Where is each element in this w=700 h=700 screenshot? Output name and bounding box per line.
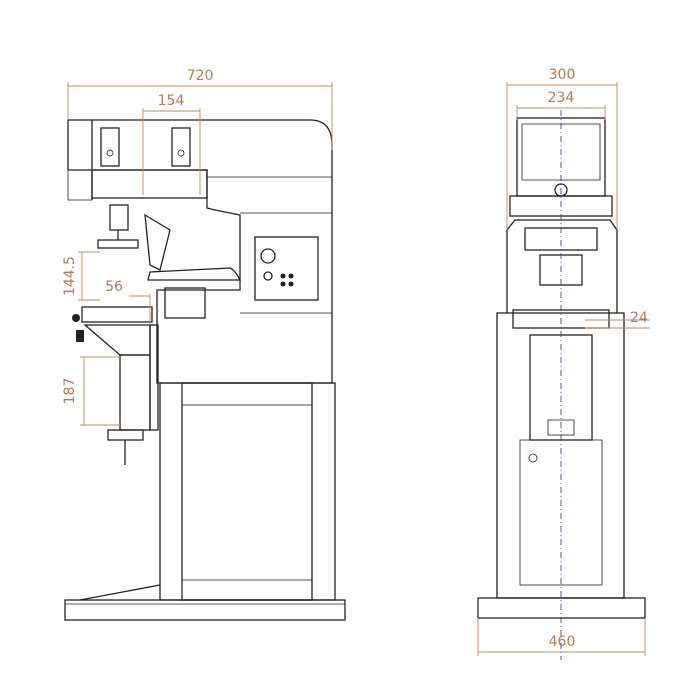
adjust-slot-right bbox=[171, 127, 191, 167]
svg-text:56: 56 bbox=[105, 279, 123, 295]
dimension-460: 460 bbox=[477, 618, 646, 656]
svg-text:24: 24 bbox=[630, 310, 648, 326]
dimension-187: 187 bbox=[62, 356, 120, 426]
svg-text:460: 460 bbox=[549, 634, 576, 650]
svg-text:187: 187 bbox=[62, 378, 78, 405]
front-base bbox=[477, 597, 646, 619]
dimension-24: 24 bbox=[585, 310, 650, 329]
front-stand bbox=[496, 312, 625, 599]
dimension-144-5: 144.5 bbox=[62, 251, 100, 301]
svg-text:720: 720 bbox=[187, 68, 214, 84]
print-pad bbox=[97, 239, 139, 249]
dimension-720: 720 bbox=[67, 68, 333, 150]
dimension-234: 234 bbox=[516, 90, 606, 120]
side-stand bbox=[159, 382, 336, 601]
dimension-56: 56 bbox=[105, 279, 151, 325]
svg-text:234: 234 bbox=[548, 90, 575, 106]
side-base bbox=[64, 599, 346, 621]
dimension-154: 154 bbox=[142, 93, 201, 195]
svg-text:154: 154 bbox=[158, 93, 185, 109]
svg-text:300: 300 bbox=[549, 67, 576, 83]
front-view: 300 234 24 460 bbox=[477, 67, 650, 660]
dimension-300: 300 bbox=[506, 67, 618, 230]
adjust-slot-left bbox=[100, 127, 120, 167]
svg-text:144.5: 144.5 bbox=[62, 256, 78, 296]
work-table bbox=[81, 306, 153, 323]
control-panel bbox=[254, 236, 319, 301]
side-view: 720 154 144.5 56 187 bbox=[62, 68, 346, 621]
